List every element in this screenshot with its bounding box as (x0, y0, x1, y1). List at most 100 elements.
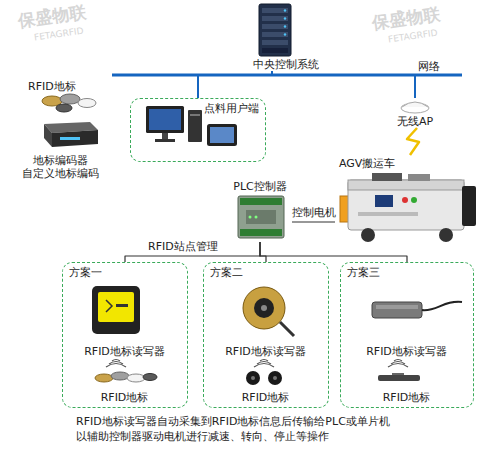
agv-node: AGV搬运车 (335, 155, 480, 245)
connector-line (260, 242, 407, 262)
user-terminal-icons (146, 106, 184, 133)
group-label: RFID站点管理 (148, 240, 218, 253)
watermark: FETAGRFID (33, 26, 84, 44)
signal-waves (112, 360, 120, 362)
signal-waves (260, 360, 268, 362)
signal-waves (394, 360, 402, 362)
agv-vehicle (375, 195, 393, 207)
agv-vehicle (348, 180, 464, 230)
node-label: 中央控制系统 (253, 58, 319, 71)
rfid-tag-group (42, 94, 96, 112)
node-label: RFID地标 (242, 391, 290, 404)
square-reader (92, 286, 140, 334)
server-icon (284, 25, 286, 27)
user-terminal-icons (188, 110, 202, 142)
server-icon (284, 9, 286, 11)
server-icon (259, 4, 291, 56)
edge-label: 控制电机 (291, 206, 337, 219)
reader-node: RFID地标读写器 (207, 282, 325, 358)
client-group-box: 点料用户端 (130, 98, 266, 162)
round-reader (280, 322, 294, 336)
user-terminal-icons (149, 109, 181, 130)
node-label: RFID地标 (101, 391, 149, 404)
connector-line (272, 71, 415, 98)
rfid-tag-group (78, 99, 96, 108)
agv-vehicle (361, 228, 375, 242)
server-icon (259, 4, 291, 56)
agv-vehicle (358, 212, 418, 216)
wireless-link (407, 128, 419, 155)
plc-device (238, 196, 284, 238)
stick-tag (378, 373, 420, 381)
wireless-ap-icon (401, 102, 429, 113)
server-icon (262, 40, 288, 45)
node-label: RFID地标读写器 (84, 345, 165, 358)
scheme-box: 方案二 RFID地标读写器 RFID地标 (203, 262, 329, 408)
stick-tag (378, 375, 420, 381)
agv-vehicle (402, 197, 408, 203)
bar-reader (376, 305, 418, 309)
tag-encoder-device (52, 130, 98, 147)
server-node: 中央控制系统 (236, 0, 336, 71)
server-icon (262, 8, 288, 13)
rfid-tag-group (60, 94, 80, 104)
scheme-box: 方案一RFID地标读写器RFID地标 (62, 262, 188, 408)
round-reader (254, 298, 274, 318)
plc-node: PLC控制器 (228, 178, 292, 242)
access-point-node: 无线AP (388, 98, 442, 128)
server-icon (284, 33, 286, 35)
disc-tags (251, 376, 255, 380)
part-label: RFID地标 (28, 80, 76, 93)
tag-node: RFID地标 (207, 368, 325, 404)
round-reader (243, 287, 294, 336)
square-reader (106, 300, 112, 312)
node-label: 方案二 (210, 266, 243, 279)
server-icon (262, 48, 288, 53)
plc-device (240, 229, 282, 236)
stick-tag (392, 373, 404, 375)
signal-waves (388, 364, 408, 368)
user-terminal-icons (155, 139, 175, 142)
user-terminal-icons (162, 133, 168, 139)
server-icon (262, 24, 288, 29)
plc-device (238, 196, 284, 238)
server-icon (284, 17, 286, 19)
agv-vehicle (439, 228, 453, 242)
agv-vehicle (340, 173, 476, 242)
caption-text: RFID地标读写器自动采集到RFID地标信息后传输给PLC或单片机 以辅助控制器… (76, 414, 426, 444)
wireless-ap-icon (402, 102, 428, 107)
server-icon (262, 16, 288, 21)
plc-device (240, 198, 282, 205)
tag-node: RFID地标 (344, 368, 470, 404)
agv-vehicle (348, 180, 464, 190)
agv-vehicle (408, 174, 430, 181)
tag-encoder-device (44, 124, 52, 147)
server-icon (262, 32, 288, 37)
signal-waves (106, 360, 126, 368)
wireless-ap-icon (401, 103, 429, 113)
agv-vehicle (372, 173, 402, 181)
plc-device (255, 216, 258, 219)
signal-waves (388, 360, 408, 368)
agv-vehicle (462, 186, 476, 226)
rfid-tag-group (56, 104, 72, 112)
plc-device (246, 210, 276, 224)
plc-device (249, 216, 252, 219)
disc-tags (246, 371, 282, 385)
reader-node: RFID地标读写器 (66, 282, 184, 358)
node-label: AGV搬运车 (339, 157, 395, 170)
watermark: FETAGRFID (387, 28, 438, 46)
round-reader (261, 305, 267, 311)
disc-tags (268, 371, 282, 385)
coin-tags (143, 374, 157, 381)
network-label: 网络 (418, 60, 440, 73)
node-label: 方案三 (347, 266, 380, 279)
disc-tags (273, 376, 277, 380)
user-terminal-icons (190, 114, 200, 116)
tag-encoder-device (60, 137, 80, 140)
node-label: PLC控制器 (233, 180, 286, 193)
node-label: RFID地标读写器 (366, 345, 447, 358)
node-label: 地标编码器 自定义地标编码 (16, 154, 104, 180)
